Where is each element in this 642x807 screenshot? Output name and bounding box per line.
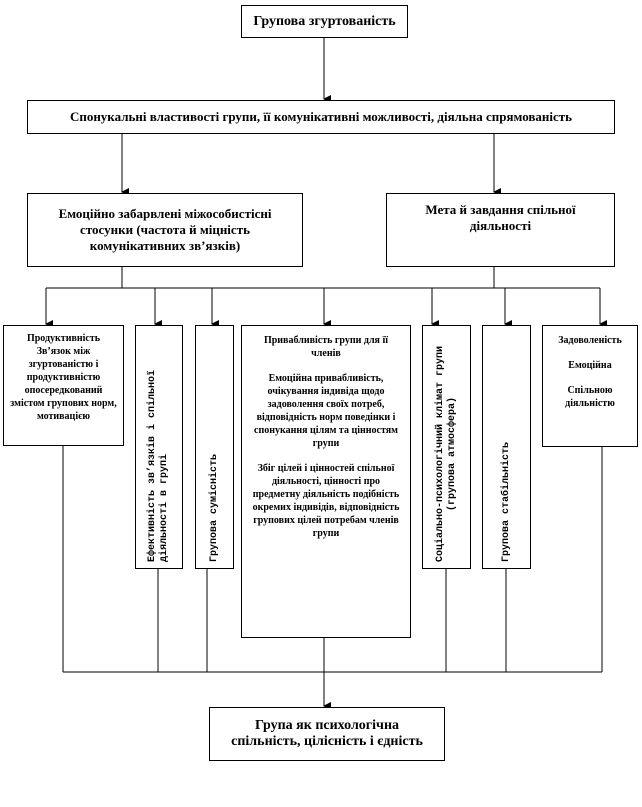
left-box: Емоційно забарвлені міжособистісні стосу… [27,193,303,267]
attractiveness-title: Привабливість групи для її членів [263,335,389,359]
bottom-box: Група як психологічна спільність, цілісн… [209,707,445,761]
productivity-title: Продуктивність [26,333,101,344]
top-box: Групова згуртованість [241,5,408,38]
box-climate: Соціально-психологічний клімат групи(гру… [422,325,471,569]
satisfaction-joint: Спільною діяльністю [565,385,615,409]
box-stability: Групова стабільність [482,325,531,569]
level2-box: Спонукальні властивості групи, її комуні… [27,100,615,134]
right-label: Мета й завдання спільної діяльності [425,202,576,233]
attractiveness-text1: Емоційна привабливість, очікування індив… [254,373,398,449]
stability-label: Групова стабільність [500,441,512,562]
productivity-text: Зв’язок між згуртованістю і продуктивніс… [10,346,117,422]
right-box: Мета й завдання спільної діяльності [386,193,615,267]
left-label: Емоційно забарвлені міжособистісні стосу… [58,206,272,253]
box-compatibility: Групова сумісність [195,325,234,569]
satisfaction-title: Задоволеність [558,335,622,346]
climate-label: Соціально-психологічний клімат групи(гру… [434,345,458,562]
compatibility-label: Групова сумісність [208,453,220,562]
level2-label: Спонукальні властивості групи, її комуні… [69,109,573,124]
satisfaction-emotional: Емоційна [568,360,612,371]
top-label: Групова згуртованість [253,13,396,29]
bottom-label: Група як психологічна спільність, цілісн… [231,718,423,749]
attractiveness-text2: Збіг цілей і цінностей спільної діяльнос… [252,463,400,539]
